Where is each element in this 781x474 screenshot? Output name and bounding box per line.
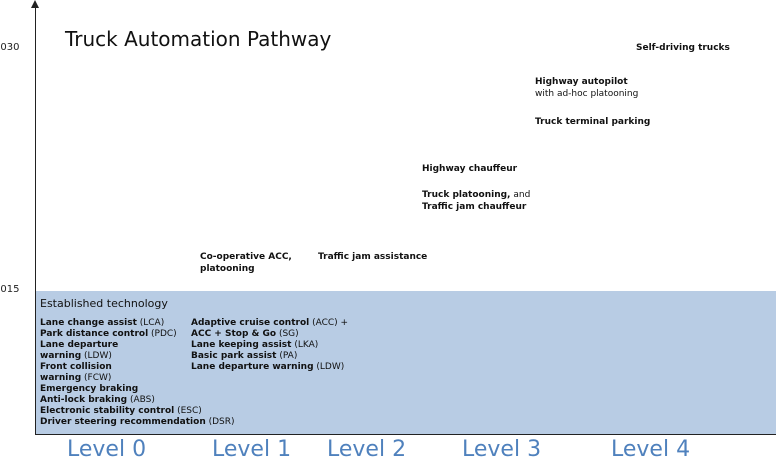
established-technology-title: Established technology: [40, 297, 168, 310]
x-axis: [35, 434, 776, 435]
diagram-title: Truck Automation Pathway: [65, 27, 332, 51]
tech-item: Park distance control (PDC): [40, 329, 177, 339]
milestone-truck-terminal-parking: Truck terminal parking: [535, 116, 650, 128]
tech-item: Adaptive cruise control (ACC) +: [191, 318, 349, 328]
level-0-label: Level 0: [67, 437, 147, 462]
milestone-label: platooning: [200, 264, 255, 274]
y-axis-arrow: [31, 0, 39, 8]
y-label-bottom: 2015: [0, 284, 20, 295]
level-3-label: Level 3: [462, 437, 542, 462]
tech-item: warning (FCW): [40, 373, 112, 383]
established-tech-col2: Adaptive cruise control (ACC) + ACC + St…: [191, 318, 348, 373]
tech-item: Driver steering recommendation (DSR): [40, 417, 235, 427]
tech-item: warning (LDW): [40, 351, 112, 361]
milestone-self-driving-trucks: Self-driving trucks: [636, 42, 730, 54]
tech-item: Emergency braking: [40, 384, 139, 394]
established-technology-band: [36, 291, 776, 434]
tech-item: Anti-lock braking (ABS): [40, 395, 155, 405]
tech-item: Electronic stability control (ESC): [40, 406, 202, 416]
milestone-label: Truck platooning, and: [422, 190, 531, 200]
level-4-label: Level 4: [611, 437, 691, 462]
tech-item: Lane keeping assist (LKA): [191, 340, 319, 350]
level-2-label: Level 2: [327, 437, 407, 462]
milestone-truck-platooning: Truck platooning, and Traffic jam chauff…: [422, 189, 530, 213]
tech-item: ACC + Stop & Go (SG): [191, 329, 299, 339]
tech-item: Basic park assist (PA): [191, 351, 298, 361]
level-1-label: Level 1: [212, 437, 292, 462]
tech-item: Lane departure warning (LDW): [191, 362, 345, 372]
milestone-label: Self-driving trucks: [636, 43, 730, 53]
milestone-label: Co-operative ACC,: [200, 252, 292, 262]
milestone-label: Highway chauffeur: [422, 164, 518, 174]
tech-item: Front collision: [40, 362, 112, 372]
milestone-traffic-jam-assistance: Traffic jam assistance: [318, 251, 427, 263]
milestone-label: Traffic jam chauffeur: [422, 202, 527, 212]
milestone-label: Highway autopilot: [535, 77, 628, 87]
tech-item: Lane change assist (LCA): [40, 318, 165, 328]
milestone-highway-chauffeur: Highway chauffeur: [422, 163, 517, 175]
established-tech-col1: Lane change assist (LCA) Park distance c…: [40, 318, 235, 428]
milestone-highway-autopilot: Highway autopilot with ad-hoc platooning: [535, 76, 638, 100]
y-axis: [35, 6, 36, 435]
milestone-label: Traffic jam assistance: [318, 252, 428, 262]
milestone-label: Truck terminal parking: [535, 117, 651, 127]
y-label-top: 2030: [0, 42, 20, 53]
milestone-cooperative-acc: Co-operative ACC, platooning: [200, 251, 292, 275]
milestone-subtitle: with ad-hoc platooning: [535, 89, 639, 99]
tech-item: Lane departure: [40, 340, 119, 350]
